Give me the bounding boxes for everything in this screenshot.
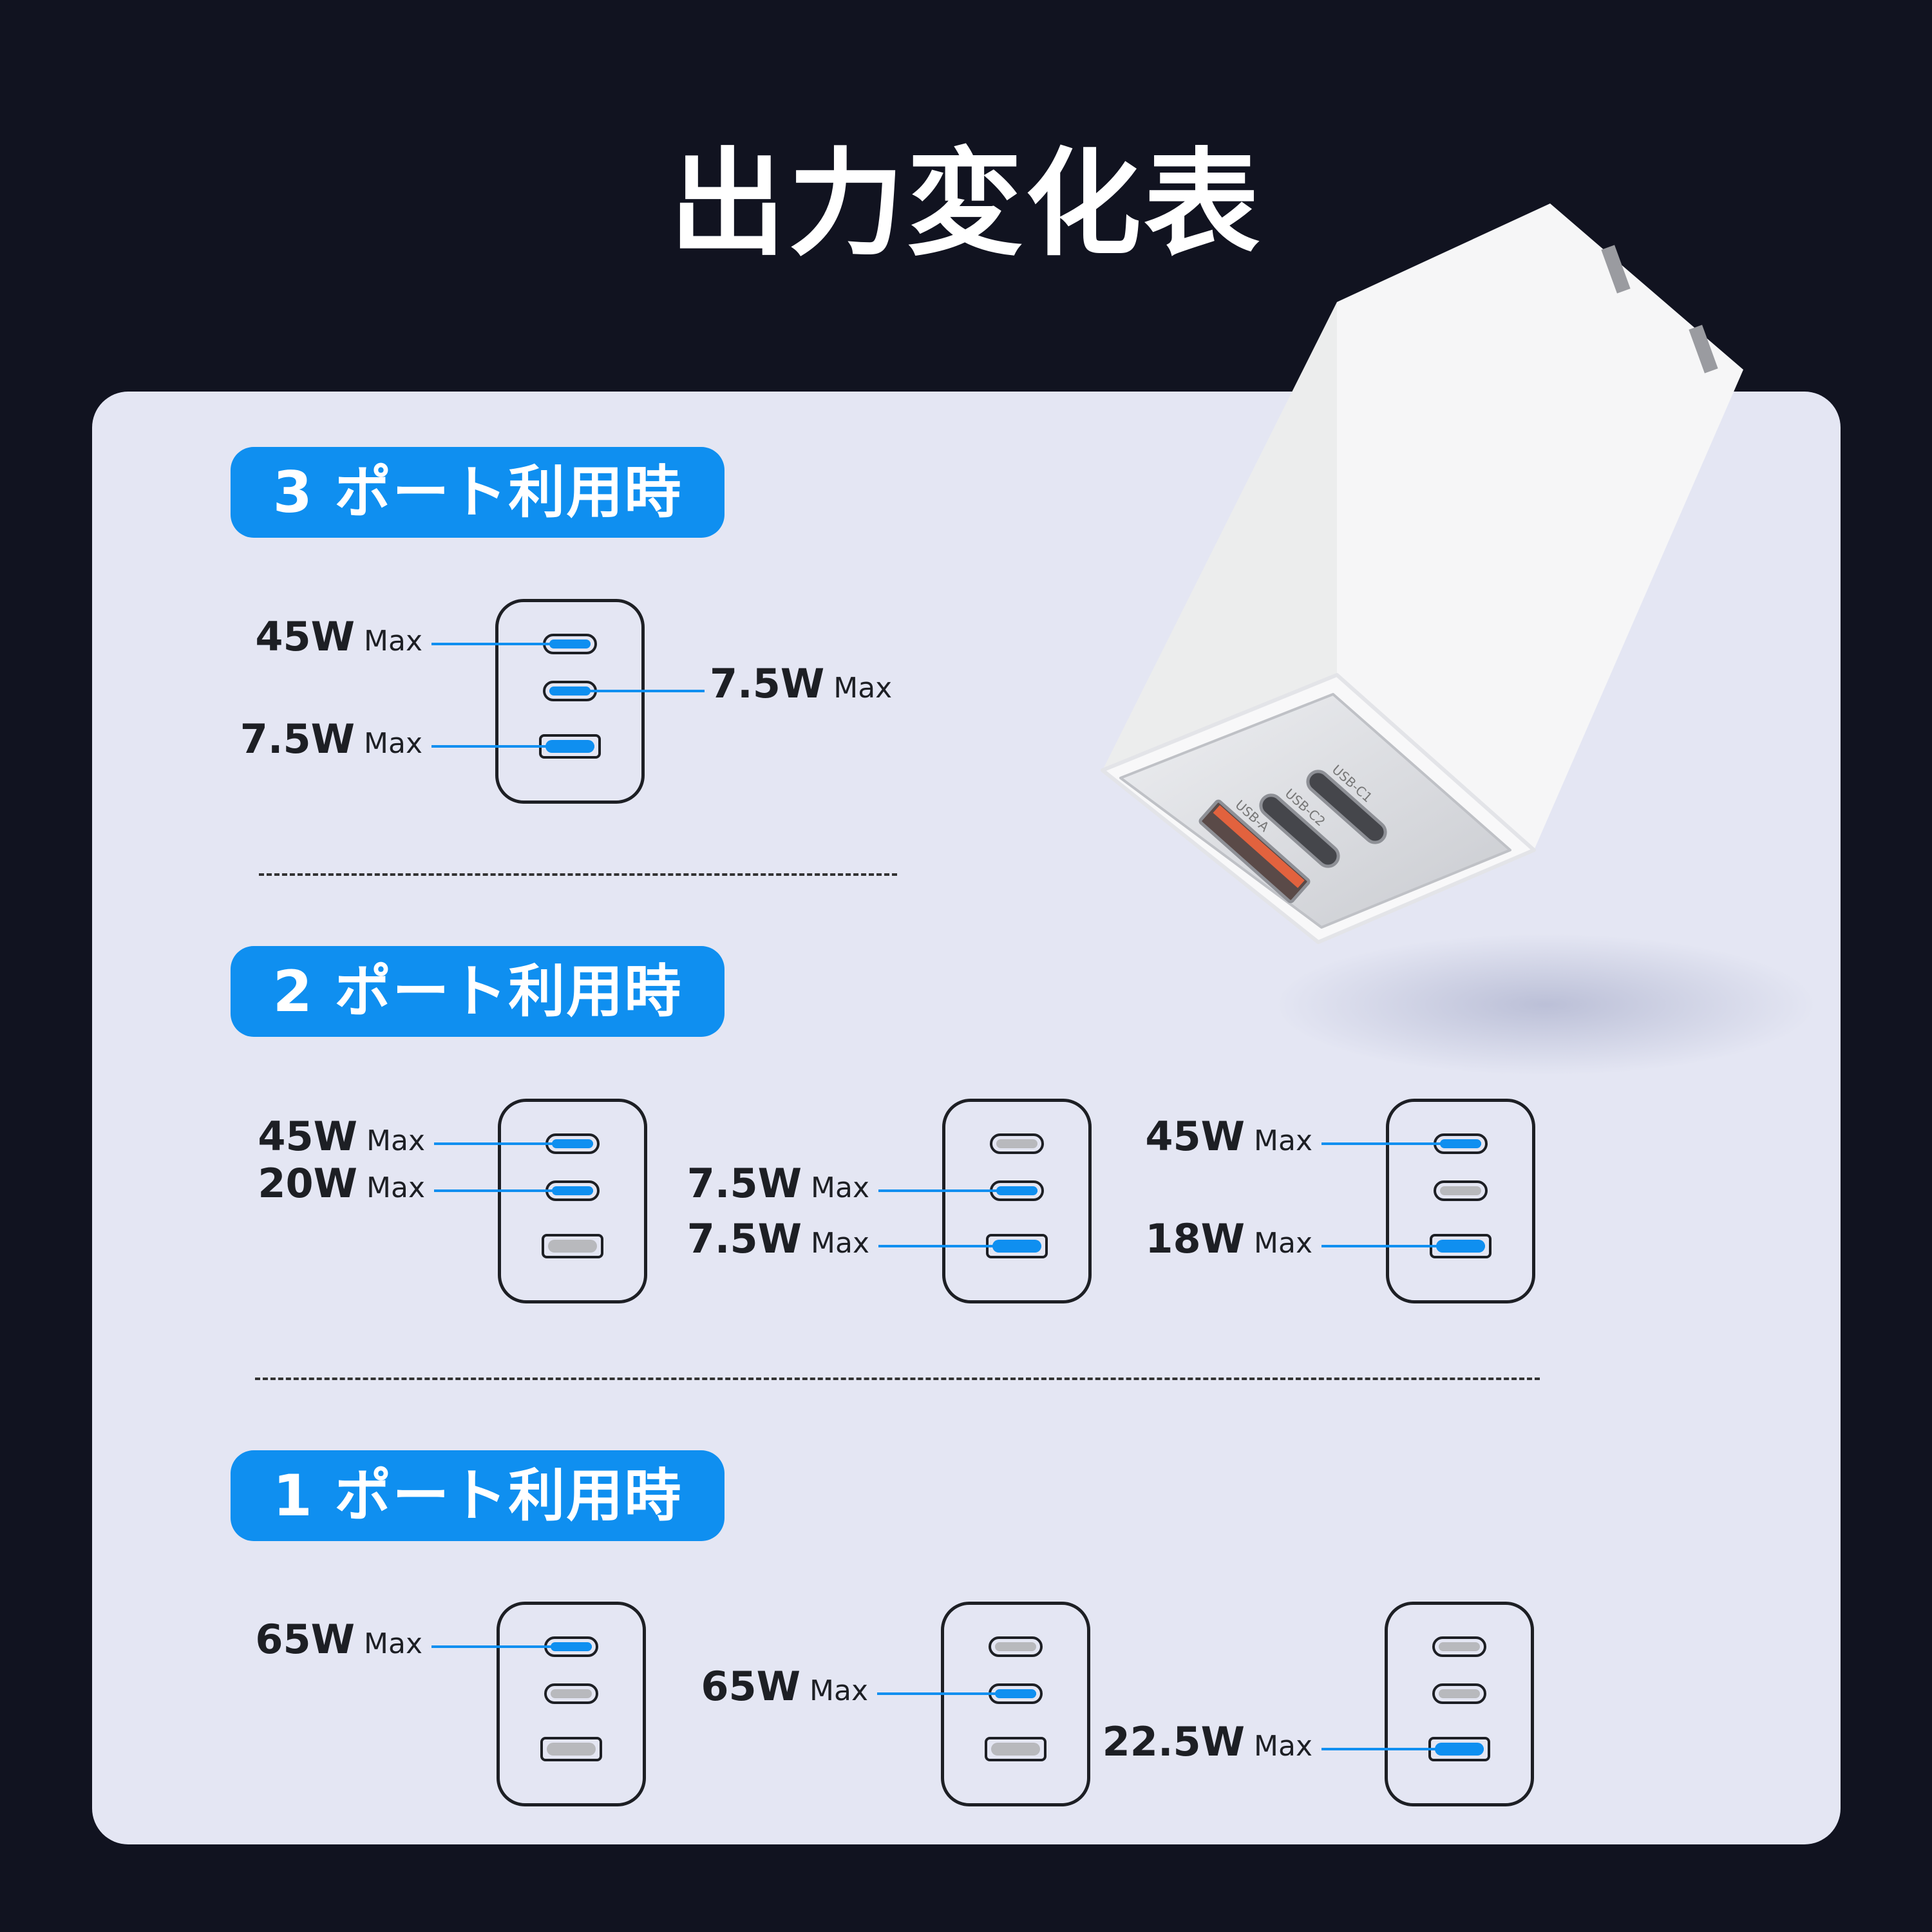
max-suffix: Max <box>811 1227 869 1260</box>
port-fill <box>996 1139 1037 1148</box>
max-suffix: Max <box>833 672 893 705</box>
leader-line <box>1321 1142 1481 1145</box>
wattage-label: 7.5W Max <box>687 1160 869 1207</box>
wattage-label: 7.5W Max <box>240 715 422 762</box>
charger-port-diagram <box>1385 1602 1534 1806</box>
charger-left-face <box>1103 302 1337 770</box>
usb-c-port-icon <box>1432 1683 1486 1704</box>
usb-a-port-icon <box>542 1234 603 1258</box>
wattage-value: 22.5W <box>1102 1718 1245 1765</box>
max-suffix: Max <box>1254 1227 1312 1260</box>
wattage-value: 45W <box>1145 1113 1245 1160</box>
section-divider <box>255 1378 1540 1380</box>
wattage-label: 65W Max <box>701 1663 868 1710</box>
charger-side-face <box>1337 204 1743 850</box>
leader-line <box>431 643 591 645</box>
leader-line <box>431 745 594 748</box>
max-suffix: Max <box>1254 1124 1312 1157</box>
charger-port-diagram <box>941 1602 1090 1806</box>
port-fill <box>995 1642 1036 1651</box>
wattage-label: 45W Max <box>1145 1113 1312 1160</box>
wattage-value: 7.5W <box>687 1215 802 1262</box>
charger-port-diagram <box>498 1099 647 1303</box>
port-plate <box>1119 693 1511 929</box>
usb-a-tongue <box>1213 805 1305 888</box>
wattage-value: 7.5W <box>240 715 355 762</box>
charger-port-diagram <box>497 1602 646 1806</box>
section-badge: 1 ポート利用時 <box>231 1450 724 1541</box>
max-suffix: Max <box>810 1674 868 1707</box>
port-fill <box>551 1689 592 1698</box>
usb-a-port-icon <box>985 1737 1046 1761</box>
usb-c1-port-icon <box>1306 770 1387 844</box>
wattage-value: 7.5W <box>710 660 825 707</box>
wattage-label: 22.5W Max <box>1103 1718 1312 1765</box>
section-badge: 2 ポート利用時 <box>231 946 724 1037</box>
leader-line <box>877 1692 1036 1695</box>
wattage-value: 65W <box>701 1663 801 1710</box>
wattage-label: 18W Max <box>1145 1215 1312 1262</box>
wattage-label: 45W Max <box>255 613 422 660</box>
usb-c-port-icon <box>544 1683 598 1704</box>
max-suffix: Max <box>811 1171 869 1204</box>
page-title: 出力変化表 <box>669 137 1262 272</box>
max-suffix: Max <box>366 1124 425 1157</box>
wattage-value: 18W <box>1145 1215 1245 1262</box>
port-fill <box>547 1743 596 1756</box>
leader-line <box>1321 1245 1485 1247</box>
section-badge: 3 ポート利用時 <box>231 447 724 538</box>
leader-line <box>1321 1748 1484 1750</box>
port-fill <box>548 1240 597 1253</box>
leader-line <box>878 1189 1037 1192</box>
max-suffix: Max <box>366 1171 425 1204</box>
port-fill <box>1439 1689 1480 1698</box>
charger-port-diagram <box>495 599 645 804</box>
plug-prong-icon <box>1601 245 1631 294</box>
wattage-value: 45W <box>258 1113 358 1160</box>
max-suffix: Max <box>364 727 422 760</box>
section-divider <box>259 873 897 876</box>
usb-a-port-icon <box>1198 799 1311 904</box>
wattage-value: 7.5W <box>687 1160 802 1207</box>
max-suffix: Max <box>364 1627 422 1660</box>
port-fill <box>1439 1642 1480 1651</box>
leader-line <box>549 690 705 692</box>
port-fill <box>1440 1186 1481 1195</box>
plug-prong-icon <box>1689 325 1718 374</box>
charger-port-diagram <box>1386 1099 1535 1303</box>
max-suffix: Max <box>1254 1730 1312 1763</box>
usb-a-port-icon <box>540 1737 602 1761</box>
charger-shadow <box>1275 934 1816 1075</box>
port-fill <box>991 1743 1040 1756</box>
usb-c-port-icon <box>989 1636 1043 1657</box>
wattage-value: 65W <box>255 1616 355 1663</box>
usb-c-port-icon <box>990 1133 1044 1154</box>
leader-line <box>878 1245 1041 1247</box>
usb-c-port-icon <box>1432 1636 1486 1657</box>
wattage-label: 7.5W Max <box>687 1215 869 1262</box>
usb-c-port-icon <box>1434 1180 1488 1201</box>
leader-line <box>431 1645 592 1648</box>
leader-line <box>434 1189 593 1192</box>
max-suffix: Max <box>364 625 422 658</box>
charger-port-diagram <box>942 1099 1092 1303</box>
usb-c2-port-icon <box>1259 793 1340 868</box>
wattage-label: 65W Max <box>255 1616 422 1663</box>
leader-line <box>434 1142 593 1145</box>
wattage-value: 20W <box>258 1160 358 1207</box>
wattage-value: 45W <box>255 613 355 660</box>
